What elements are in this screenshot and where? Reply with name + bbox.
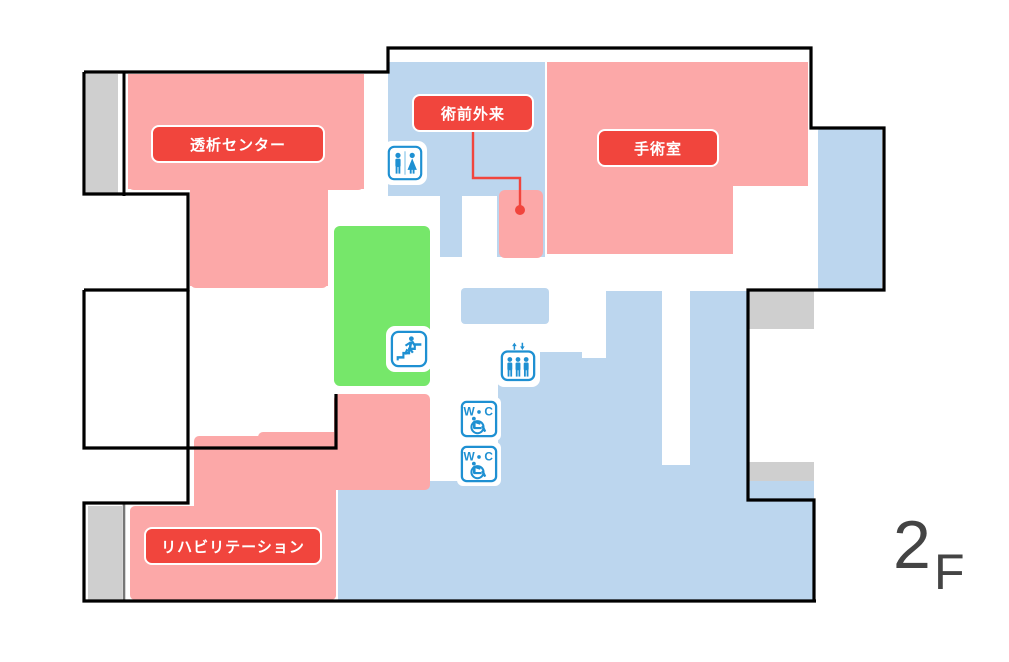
outline-left-upper (82, 72, 190, 292)
room-label-dialysis-center[interactable]: 透析センター (151, 125, 325, 163)
outline-top (84, 46, 886, 292)
floor-suffix: F (934, 544, 965, 600)
leader-line-preoperative (471, 131, 522, 206)
gray-block-right-upper (748, 291, 814, 329)
room-label-rehabilitation-text: リハビリテーション (161, 539, 305, 556)
accessible-toilet-icon-1[interactable] (460, 400, 498, 438)
room-label-preoperative-outpatient-text: 術前外来 (440, 105, 505, 123)
pink-area-dialysis-bottom (190, 170, 328, 288)
accessible-toilet-icon-2[interactable] (460, 445, 498, 483)
blue-area-mid-small (461, 288, 549, 324)
room-label-rehabilitation[interactable]: リハビリテーション (144, 527, 322, 565)
leader-dot-preoperative (515, 205, 525, 215)
gray-block-bottom-left (88, 506, 122, 600)
pink-area-operating-bottom (547, 140, 733, 254)
floor-number: 2 (893, 507, 931, 583)
gray-block-top-left (86, 74, 118, 193)
room-label-preoperative-outpatient-bg (412, 94, 534, 132)
room-label-operating-room[interactable]: 手術室 (597, 129, 719, 167)
outline-left-lower-and-bottom (82, 290, 816, 603)
room-label-dialysis-center-text: 透析センター (190, 136, 286, 154)
outline-inner-step (188, 394, 338, 450)
room-label-operating-room-bg (597, 129, 719, 167)
room-label-rehabilitation-bg (144, 527, 322, 565)
blue-area-right-tall (818, 128, 882, 290)
pink-area-preoperative-room (499, 190, 543, 258)
room-label-dialysis-center-bg (151, 125, 325, 163)
room-label-operating-room-text: 手術室 (634, 140, 682, 158)
toilet-icon[interactable] (387, 145, 423, 181)
outline-right-lower (746, 288, 816, 601)
stairs-icon[interactable] (390, 330, 428, 368)
blue-area-lower-wide (338, 481, 814, 600)
room-label-preoperative-outpatient[interactable]: 術前外来 (412, 94, 534, 132)
